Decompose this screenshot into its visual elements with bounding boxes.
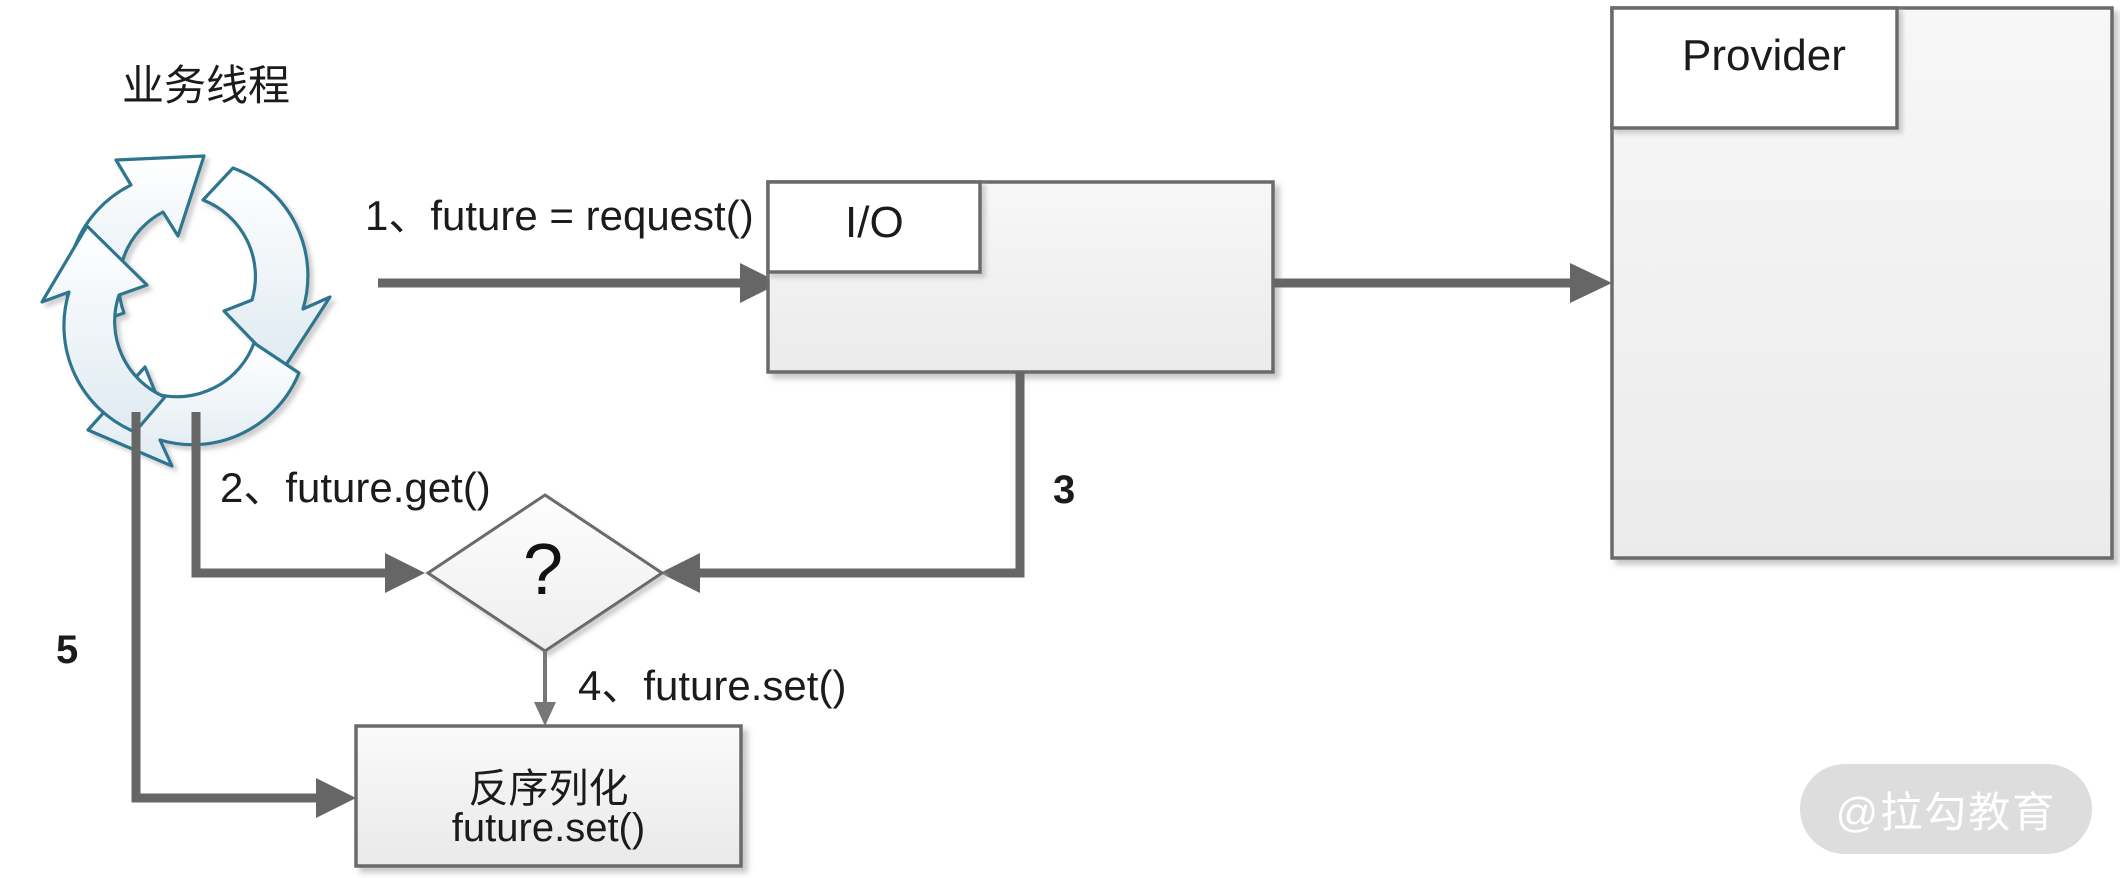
arrow-step-3	[660, 372, 1025, 593]
step-3-label: 3	[1053, 468, 1076, 512]
provider-panel-tab	[1610, 6, 1899, 130]
watermark-badge: @拉勾教育	[1800, 764, 2092, 854]
arrow-io-to-provider	[1273, 263, 1612, 303]
arrow-step-5	[131, 412, 356, 818]
arrow-step-2	[191, 412, 425, 593]
provider-panel-tab-label: Provider	[1682, 31, 1846, 80]
step-4-label: 4、future.set()	[578, 662, 847, 709]
arrow-step-4	[534, 651, 556, 726]
step-2-label: 2、future.get()	[220, 464, 491, 511]
deserialize-box-line2: future.set()	[451, 806, 646, 850]
io-panel-tab-label: I/O	[845, 198, 904, 247]
decision-question-mark: ?	[523, 530, 564, 610]
arrow-step-1	[378, 263, 780, 303]
step-5-label: 5	[56, 628, 79, 672]
business-thread-title: 业务线程	[122, 62, 291, 109]
step-1-label: 1、future = request()	[365, 192, 754, 239]
io-panel-tab	[766, 180, 982, 274]
deserialize-box-shape	[354, 724, 743, 868]
business-thread-cycle-icon	[40, 154, 332, 468]
deserialize-box-line1: 反序列化	[468, 767, 629, 811]
